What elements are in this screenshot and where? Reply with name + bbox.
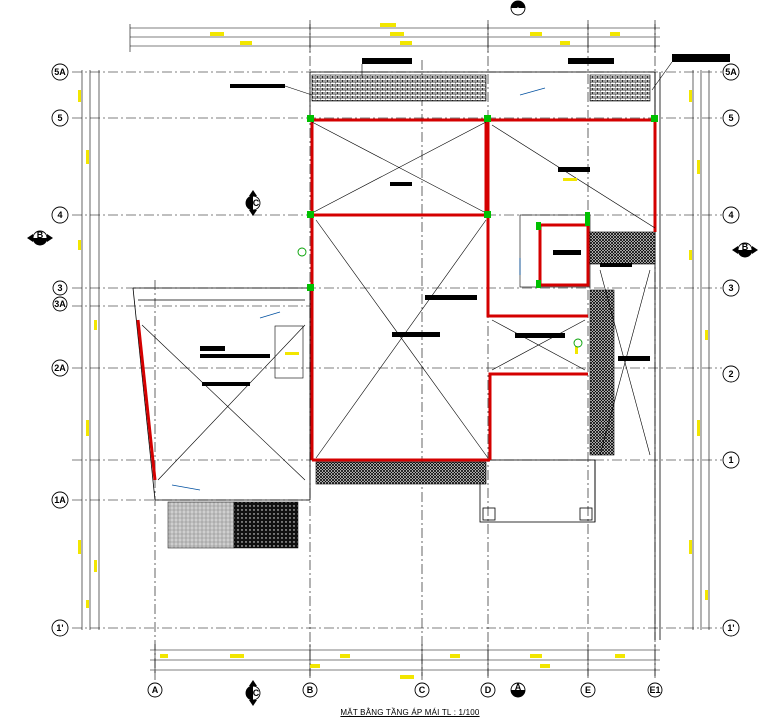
section-label-B-left: B [37, 230, 44, 240]
building-outline [132, 71, 661, 640]
section-marker-B-left: B [27, 230, 53, 246]
grid-label-1A-left: 1A [54, 495, 66, 505]
gutter-strip-right-top [587, 231, 656, 265]
grid-label-1-right: 1 [728, 455, 733, 465]
section-label-A-top: A [515, 6, 522, 16]
dimension-chains-left [81, 70, 100, 630]
grid-label-4-left: 4 [57, 210, 62, 220]
annotation-blocks [200, 54, 730, 386]
section-marker-A-top: A [510, 0, 526, 16]
structural-columns [307, 115, 658, 291]
grid-bubbles-rows-right [722, 63, 740, 637]
roof-slope-lines [141, 121, 656, 481]
grid-label-2-right: 2 [728, 369, 733, 379]
grid-label-2A-left: 2A [54, 363, 66, 373]
grid-label-3-right: 3 [728, 283, 733, 293]
grid-label-E: E [585, 685, 591, 695]
grid-label-5-left: 5 [57, 113, 62, 123]
walls [136, 118, 657, 481]
section-marker-B-right: B [732, 242, 758, 258]
grid-label-1p-left: 1' [56, 623, 63, 633]
section-label-B-right: B [742, 242, 749, 252]
roof-tile-strip-top-right [589, 74, 651, 102]
grid-bubbles-rows-left [51, 63, 69, 637]
section-marker-C-bottom: C [245, 680, 261, 706]
section-marker-A-bottom: A [510, 682, 526, 698]
dimension-chains-right [692, 70, 710, 630]
dimension-text-top [210, 23, 620, 45]
grid-label-5A-right: 5A [725, 67, 737, 77]
grid-label-E1: E1 [649, 685, 660, 695]
grid-label-4-right: 4 [728, 210, 733, 220]
paving-gray-area [167, 501, 235, 549]
level-tags [285, 178, 578, 355]
section-marker-C-top: C [245, 190, 261, 216]
leader-lines [284, 61, 673, 96]
drain-markers [297, 247, 583, 348]
grid-bubbles-columns [147, 682, 663, 698]
paving-dark-area [233, 501, 299, 549]
dimension-chains-top [129, 24, 660, 52]
grid-label-1p-right: 1' [727, 623, 734, 633]
grid-label-5-right: 5 [728, 113, 733, 123]
dimension-text-bottom [160, 654, 625, 679]
gutter-strip-bottom [315, 461, 487, 485]
roof-tile-strip-top [311, 74, 487, 102]
grid-label-3A-left: 3A [54, 299, 66, 309]
dimension-chains-bottom [150, 644, 660, 676]
grid-label-B: B [307, 685, 314, 695]
grid-label-C: C [419, 685, 426, 695]
section-label-C-top: C [253, 198, 260, 208]
grid-label-3-left: 3 [57, 283, 62, 293]
section-label-C-bottom: C [253, 688, 260, 698]
drawing-title: MẶT BẰNG TẦNG ÁP MÁI TL : 1/100 [340, 708, 480, 717]
dimension-text-sides [78, 90, 708, 608]
slope-arrows [171, 87, 546, 491]
gutter-strip-right [589, 289, 615, 456]
grid-label-A: A [152, 685, 159, 695]
grid-label-5A-left: 5A [54, 67, 66, 77]
section-label-A-bottom: A [515, 682, 522, 692]
grid-label-D: D [485, 685, 492, 695]
